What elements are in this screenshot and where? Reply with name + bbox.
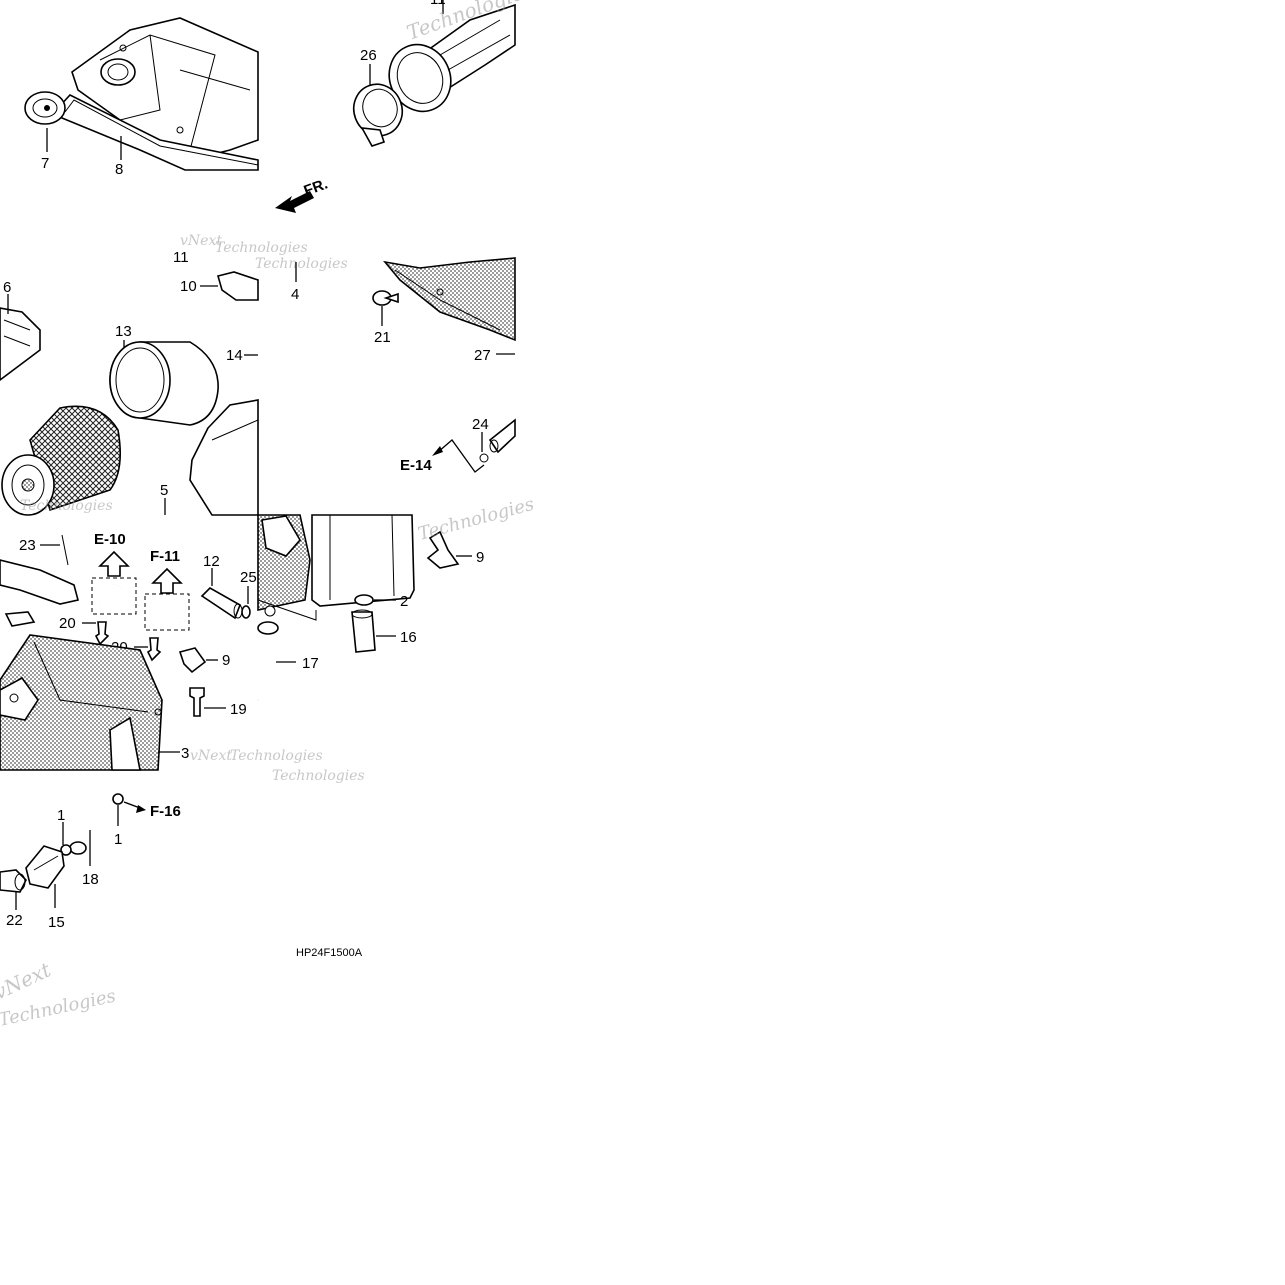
drain-tube bbox=[488, 418, 516, 454]
reference-arrow-icon bbox=[432, 446, 443, 456]
ref-E-10: E-10 bbox=[94, 531, 126, 548]
callout-26: 26 bbox=[360, 47, 377, 64]
watermark-text: vNext bbox=[180, 233, 222, 249]
callout-17: 17 bbox=[302, 655, 319, 672]
element-clip bbox=[217, 271, 259, 301]
callout-1-b: 1 bbox=[114, 831, 122, 848]
callout-18: 18 bbox=[82, 871, 99, 888]
tile-air-cleaner-case: 23 E-10 F-11 12 25 20 20 9 bbox=[0, 531, 323, 771]
tile-air-cleaner-cover: 7 8 vNext Technologies bbox=[24, 17, 308, 256]
tile-frame-bracket: 4 27 21 24 E-14 bbox=[291, 257, 516, 474]
watermark-text: Technologies bbox=[230, 748, 323, 764]
callout-4: 4 bbox=[291, 286, 299, 303]
tube-clamp bbox=[241, 605, 251, 619]
drain-tank bbox=[311, 514, 415, 607]
hose-clamp bbox=[60, 844, 72, 856]
cover-duct-opening bbox=[100, 58, 136, 86]
diagram-code: HP24F1500A bbox=[296, 947, 363, 959]
callout-24: 24 bbox=[472, 416, 489, 433]
reference-arrow-icon bbox=[136, 805, 146, 813]
hose-bracket bbox=[25, 845, 65, 889]
tile-drain-tank: 9 2 16 17 Technologies Technologies bbox=[253, 494, 536, 784]
callout-12: 12 bbox=[203, 553, 220, 570]
ref-E-14: E-14 bbox=[400, 457, 432, 474]
callout-14: 14 bbox=[226, 347, 243, 364]
drain-plug bbox=[351, 611, 376, 653]
hose-clamp bbox=[112, 793, 124, 805]
front-arrow-icon bbox=[275, 191, 314, 213]
callout-8: 8 bbox=[115, 161, 123, 178]
callout-16: 16 bbox=[400, 629, 417, 646]
callout-27: 27 bbox=[474, 347, 491, 364]
callout-6: 6 bbox=[3, 279, 11, 296]
callout-25: 25 bbox=[240, 569, 257, 586]
up-arrow-icon bbox=[151, 567, 183, 594]
watermark-text: Technologies bbox=[20, 498, 113, 514]
callout-13: 13 bbox=[115, 323, 132, 340]
drain-hose bbox=[257, 621, 279, 635]
cover-gasket bbox=[57, 94, 259, 171]
frame-bracket bbox=[382, 257, 516, 342]
watermark-text: Technologies bbox=[215, 240, 308, 256]
callout-11-mid: 11 bbox=[173, 249, 189, 266]
joint-fitting bbox=[94, 621, 110, 646]
callout-15: 15 bbox=[48, 914, 65, 931]
joint-elbow bbox=[0, 869, 27, 893]
callout-1-a: 1 bbox=[57, 807, 65, 824]
callout-9-a: 9 bbox=[222, 652, 230, 669]
element-holder bbox=[0, 307, 41, 381]
callout-21: 21 bbox=[374, 329, 391, 346]
callout-7: 7 bbox=[41, 155, 49, 172]
duct-band bbox=[352, 83, 404, 137]
joint-fitting bbox=[146, 637, 162, 662]
tile-intake-duct: 11 26 FR. Technologies bbox=[275, 0, 536, 213]
watermark-text: vNext bbox=[190, 748, 232, 764]
callout-9-b: 9 bbox=[476, 549, 484, 566]
tile-filter-element: 11 10 6 13 14 5 Technologies Technologie… bbox=[0, 249, 348, 516]
callout-20-a: 20 bbox=[59, 615, 76, 632]
hose-clamp bbox=[354, 594, 374, 606]
callout-11-top: 11 bbox=[430, 0, 446, 8]
watermark-text: Technologies bbox=[255, 256, 348, 272]
callout-5: 5 bbox=[160, 482, 168, 499]
tube-clip bbox=[426, 530, 460, 569]
breather-hose bbox=[69, 841, 87, 855]
callout-3: 3 bbox=[181, 745, 189, 762]
callout-2: 2 bbox=[400, 593, 408, 610]
ref-F-11: F-11 bbox=[150, 548, 180, 565]
element-case-bracket bbox=[189, 399, 259, 516]
callout-19: 19 bbox=[230, 701, 247, 718]
callout-22: 22 bbox=[6, 912, 23, 929]
callout-10: 10 bbox=[180, 278, 197, 295]
seal-strip bbox=[0, 559, 79, 605]
watermark-text: Technologies bbox=[272, 768, 365, 784]
callout-23: 23 bbox=[19, 537, 36, 554]
up-arrow-icon bbox=[98, 550, 130, 577]
mounting-bolt bbox=[189, 687, 205, 717]
ref-F-16: F-16 bbox=[150, 803, 181, 820]
tube-clip bbox=[178, 647, 207, 674]
